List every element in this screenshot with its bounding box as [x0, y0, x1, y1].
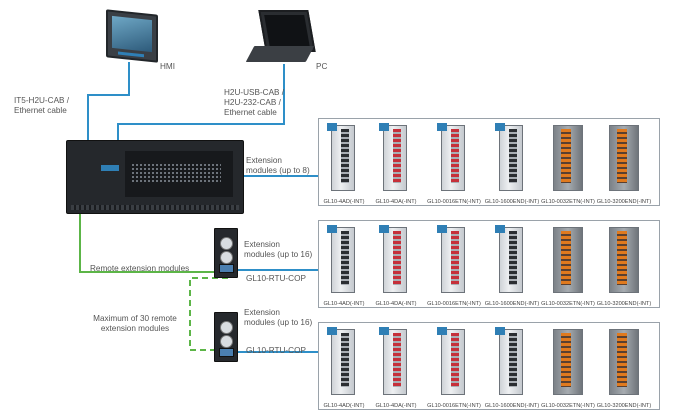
module-name-label: GL10-4AD(-INT): [323, 403, 365, 409]
remote-extension-label: Remote extension modules: [90, 264, 190, 273]
module-name-label: GL10-0032ETN(-INT): [541, 301, 595, 307]
module-name-label: GL10-0016ETN(-INT): [427, 199, 481, 205]
extension-module: GL10-4DA(-INT): [375, 225, 417, 307]
rtu-name-1: GL10-RTU-COP: [246, 274, 306, 283]
pc-laptop-base: [245, 46, 315, 62]
hmi-cable-label: IT5-H2U-CAB / Ethernet cable: [14, 96, 70, 115]
max-remote-label: Maximum of 30 remote extension modules: [93, 314, 177, 333]
module-name-label: GL10-3200END(-INT): [596, 199, 652, 205]
extension-module: GL10-4AD(-INT): [323, 225, 365, 307]
module-name-label: GL10-0032ETN(-INT): [541, 403, 595, 409]
module-row-2: GL10-4AD(-INT) GL10-4DA(-INT) GL10-0016ETN…: [318, 220, 660, 308]
extension-label-rtu2: Extension modules (up to 16): [244, 308, 313, 327]
module-name-label: GL10-3200END(-INT): [596, 403, 652, 409]
hmi-device: [106, 9, 158, 63]
module-name-label: GL10-1600END(-INT): [484, 199, 540, 205]
extension-module: GL10-3200END(-INT): [597, 327, 651, 409]
module-name-label: GL10-4DA(-INT): [375, 199, 417, 205]
extension-module: GL10-4AD(-INT): [323, 327, 365, 409]
extension-label-main: Extension modules (up to 8): [246, 156, 310, 175]
extension-module: GL10-1600END(-INT): [485, 225, 539, 307]
module-row-1: GL10-4AD(-INT) GL10-4DA(-INT) GL10-0016ETN…: [318, 118, 660, 206]
module-name-label: GL10-0016ETN(-INT): [427, 301, 481, 307]
remote-bus-line: [79, 212, 214, 273]
extension-module: GL10-4AD(-INT): [323, 123, 365, 205]
module-name-label: GL10-1600END(-INT): [484, 301, 540, 307]
extension-module: GL10-0032ETN(-INT): [541, 123, 595, 205]
extension-label-rtu1: Extension modules (up to 16): [244, 240, 313, 259]
extension-module: GL10-1600END(-INT): [485, 123, 539, 205]
extension-module: GL10-4DA(-INT): [375, 327, 417, 409]
module-name-label: GL10-0032ETN(-INT): [541, 199, 595, 205]
rtu-module-2: [214, 312, 238, 362]
module-name-label: GL10-4AD(-INT): [323, 301, 365, 307]
module-name-label: GL10-0016ETN(-INT): [427, 403, 481, 409]
module-name-label: GL10-3200END(-INT): [596, 301, 652, 307]
module-name-label: GL10-1600END(-INT): [484, 403, 540, 409]
extension-module: GL10-3200END(-INT): [597, 225, 651, 307]
hmi-cable-line: [87, 62, 130, 140]
module-name-label: GL10-4AD(-INT): [323, 199, 365, 205]
extension-module: GL10-0016ETN(-INT): [427, 327, 481, 409]
extension-module: GL10-1600END(-INT): [485, 327, 539, 409]
extension-module: GL10-0016ETN(-INT): [427, 123, 481, 205]
hmi-label: HMI: [160, 62, 176, 71]
extension-module: GL10-0016ETN(-INT): [427, 225, 481, 307]
extension-module: GL10-0032ETN(-INT): [541, 225, 595, 307]
module-name-label: GL10-4DA(-INT): [375, 301, 417, 307]
module-name-label: GL10-4DA(-INT): [375, 403, 417, 409]
extension-module: GL10-3200END(-INT): [597, 123, 651, 205]
module-row-3: GL10-4AD(-INT) GL10-4DA(-INT) GL10-0016ETN…: [318, 322, 660, 410]
pc-label: PC: [316, 62, 328, 71]
plc-main-unit: [66, 140, 244, 214]
rtu-name-2: GL10-RTU-COP: [246, 346, 306, 355]
extension-module: GL10-4DA(-INT): [375, 123, 417, 205]
rtu-module-1: [214, 228, 238, 278]
pc-cable-label: H2U-USB-CAB / H2U-232-CAB / Ethernet cab…: [224, 88, 285, 117]
extension-module: GL10-0032ETN(-INT): [541, 327, 595, 409]
